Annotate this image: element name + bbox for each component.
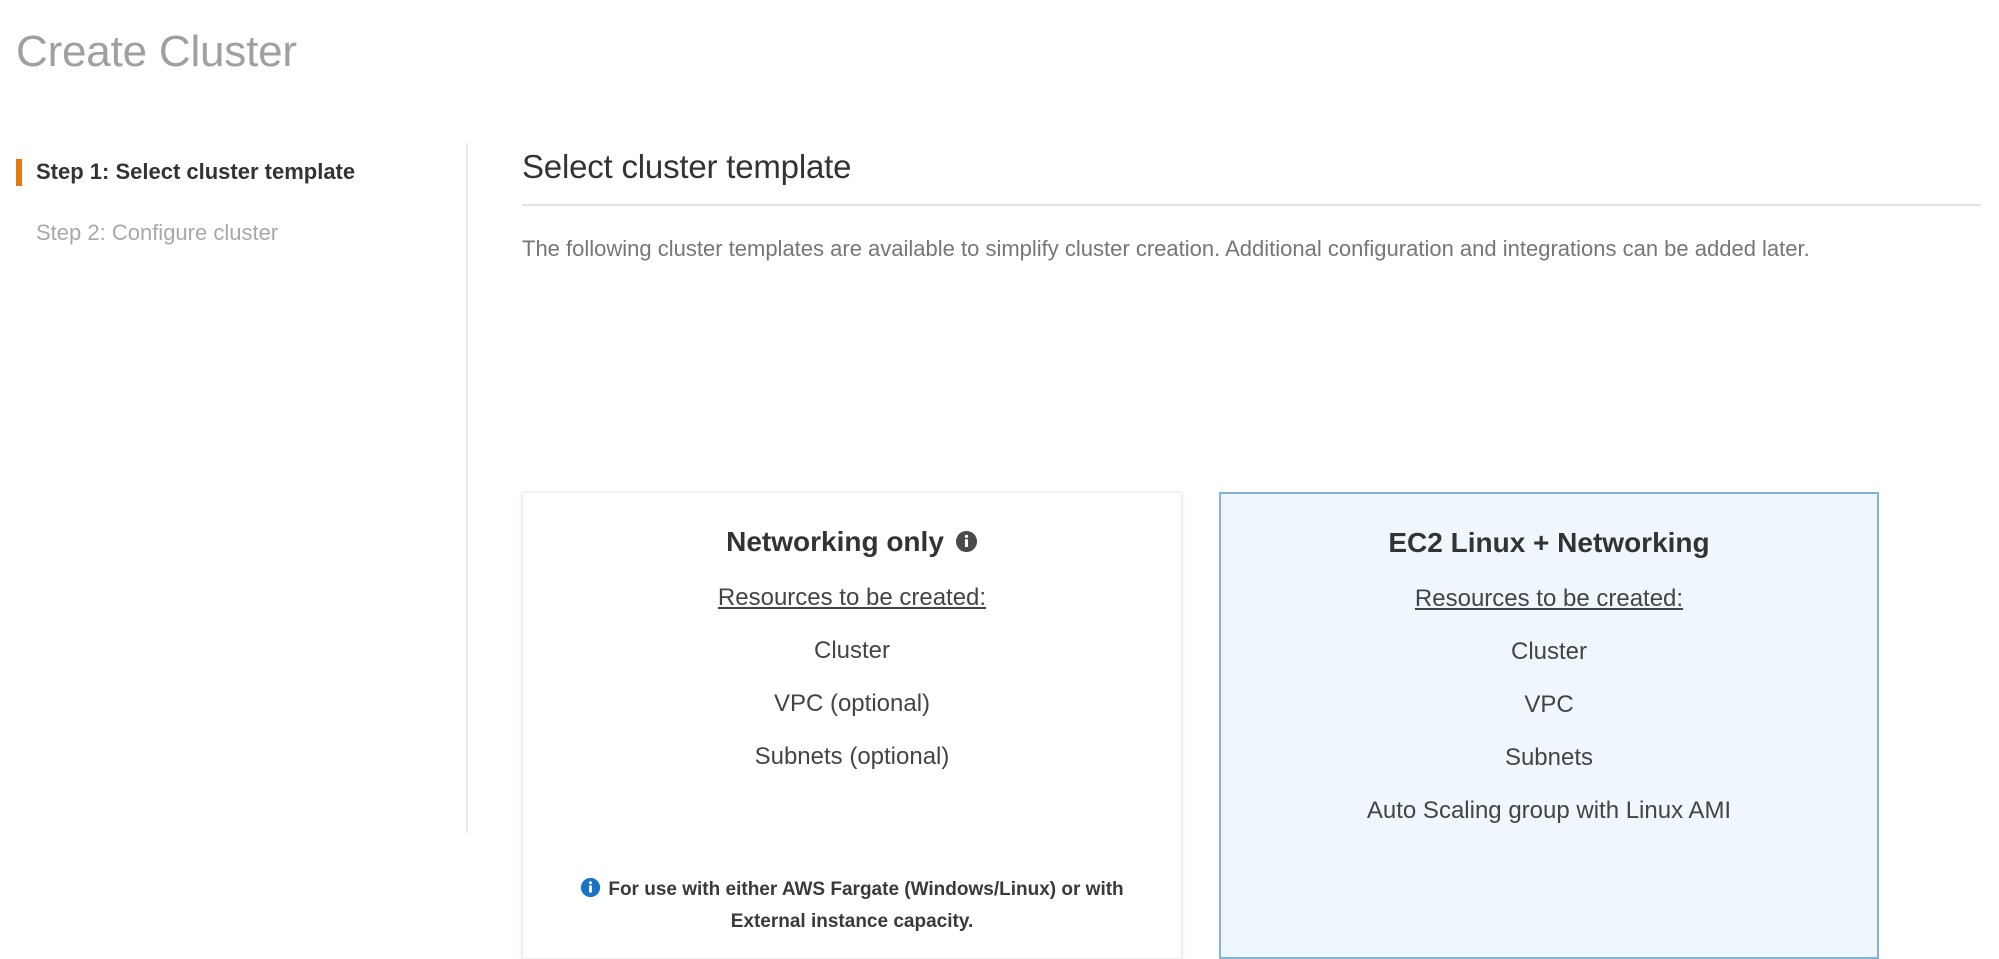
resources-to-be-created-label: Resources to be created: (717, 584, 987, 611)
resource-item: VPC (1524, 691, 1574, 718)
resource-item: Cluster (813, 637, 891, 664)
cluster-template-card-list: Networking only Resources to be created:… (522, 492, 1962, 959)
sidebar-step-2-label: Step 2: Configure cluster (36, 220, 279, 245)
main-content: Select cluster template The following cl… (522, 143, 1981, 290)
template-card-title: EC2 Linux + Networking (1388, 520, 1709, 565)
template-card-title: Networking only (726, 519, 978, 564)
template-card-ec2-linux-networking[interactable]: EC2 Linux + Networking Resources to be c… (1219, 492, 1879, 959)
template-card-networking-only[interactable]: Networking only Resources to be created:… (522, 492, 1182, 959)
create-cluster-wizard: Step 1: Select cluster template Step 2: … (0, 143, 1999, 959)
sidebar-step-1-label: Step 1: Select cluster template (36, 159, 356, 184)
info-circle-icon (580, 877, 601, 898)
template-card-title-text: Networking only (726, 526, 944, 557)
template-card-title-text: EC2 Linux + Networking (1388, 527, 1710, 558)
page-title: Create Cluster (16, 27, 297, 76)
template-card-note-text: For use with either AWS Fargate (Windows… (608, 879, 1124, 932)
resource-item: Auto Scaling group with Linux AMI (1366, 797, 1732, 824)
section-title: Select cluster template (522, 148, 852, 185)
template-card-note: For use with either AWS Fargate (Windows… (572, 840, 1132, 938)
resource-item: Subnets (1504, 744, 1594, 771)
section-description: The following cluster templates are avai… (522, 236, 1810, 261)
resource-item: VPC (optional) (773, 690, 931, 717)
resource-item: Cluster (1510, 638, 1588, 665)
sidebar-step-2[interactable]: Step 2: Configure cluster (0, 219, 466, 247)
sidebar-step-1[interactable]: Step 1: Select cluster template (0, 158, 466, 186)
resources-to-be-created-label: Resources to be created: (1414, 585, 1684, 612)
wizard-steps-sidebar: Step 1: Select cluster template Step 2: … (0, 143, 468, 833)
resource-item: Subnets (optional) (754, 743, 950, 770)
section-divider (522, 204, 1981, 206)
info-icon[interactable] (955, 530, 978, 553)
